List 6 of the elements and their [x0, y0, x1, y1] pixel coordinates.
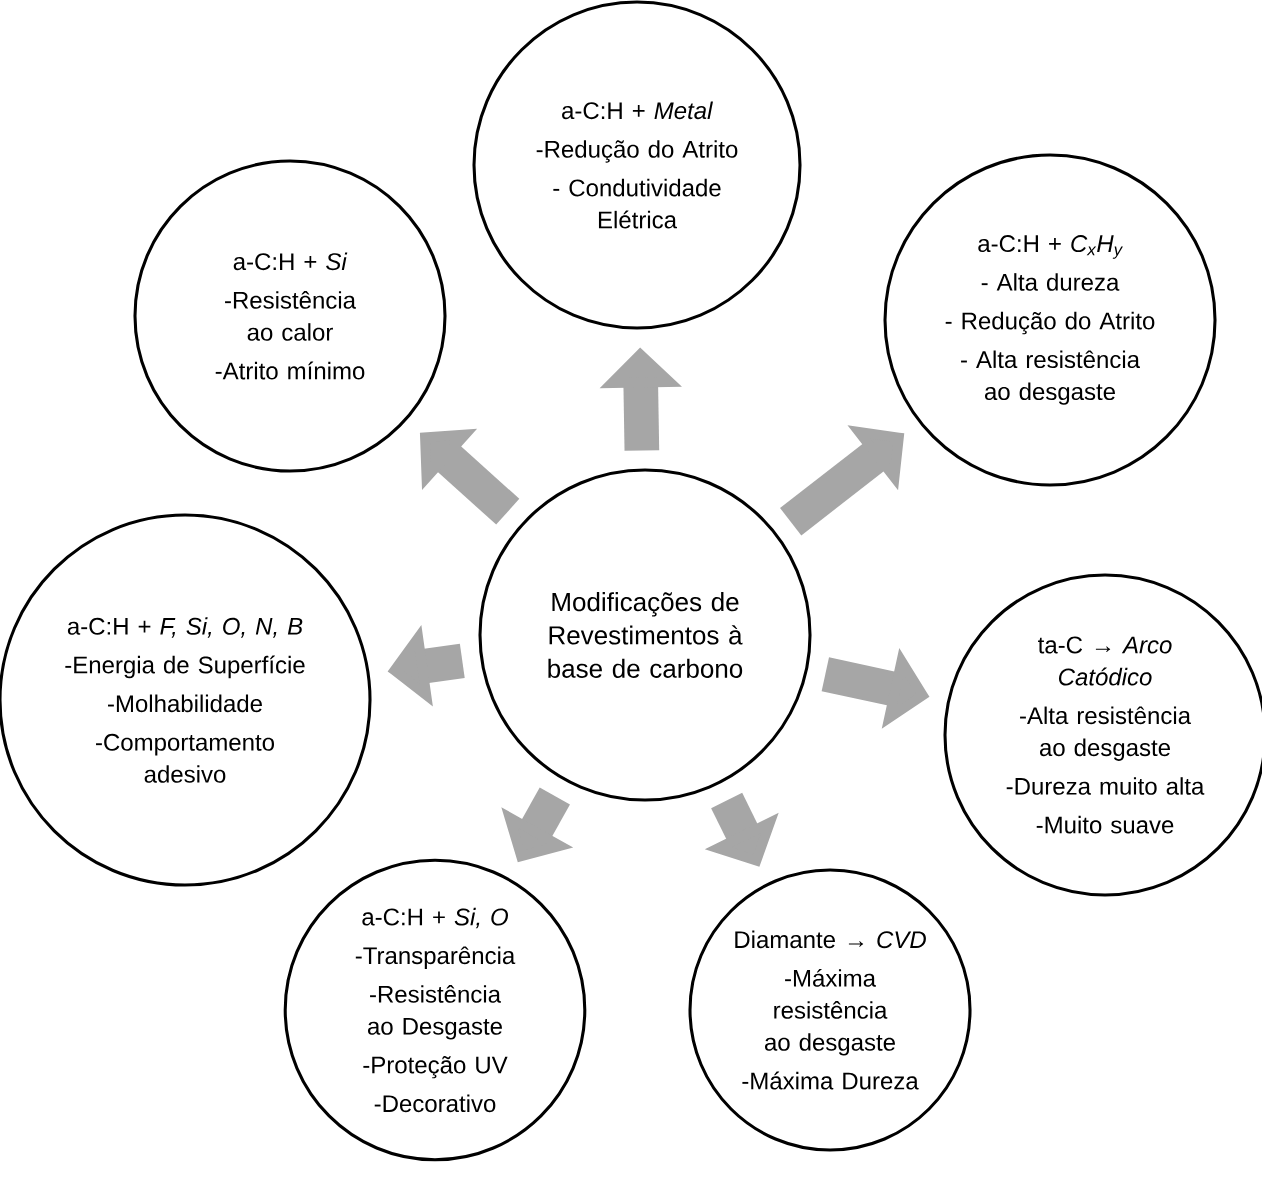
circle-node: a-C:H + Si -Resistência ao calor -Atrito mínimo [133, 159, 447, 473]
circle-node: a-C:H + Metal -Redução do Atrito - Condutividade Elétrica [472, 0, 802, 330]
circle-node: Diamante → CVD -Máxima resistência ao desgaste -Máxima Dureza [688, 868, 972, 1152]
circle-node: a-C:H + C$_{x}$H$_{y}$ - Alta dureza - Redução do Atrito - Alta resistência ao desgaste [883, 153, 1217, 487]
circle-node: Modificações de Revestimentos à base de carbono [478, 468, 812, 802]
circle-node: a-C:H + Si, O -Transparência -Resistência ao Desgaste -Proteção UV -Decorativo [283, 858, 587, 1162]
